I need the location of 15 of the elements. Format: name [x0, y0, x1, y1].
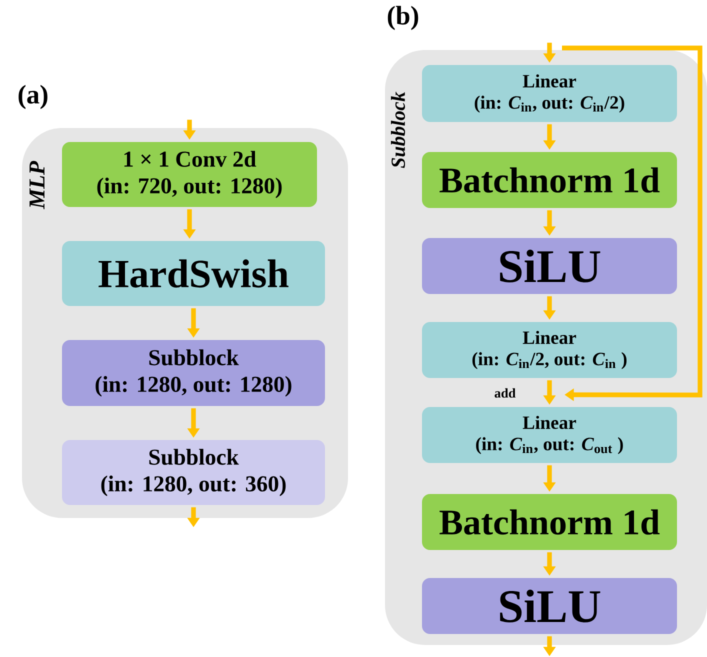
layer-box: 1 × 1 Conv 2d (in: 720, out: 1280) [62, 142, 317, 207]
layer-box: Linear (in: C$_{in}$/2, out: C$_{in}$ ) [422, 322, 677, 378]
layer-box: HardSwish [62, 241, 325, 306]
panel-label: (a) [18, 84, 48, 110]
arrow [562, 46, 702, 402]
edge-label: add [494, 388, 516, 398]
layer-box: Subblock (in: 1280, out: 1280) [62, 340, 325, 406]
layer-box: Linear (in: C$_{in}$, out: C$_{out}$ ) [422, 407, 677, 463]
layer-box: Linear (in: C$_{in}$, out: C$_{in}$/2) [422, 65, 677, 122]
layer-box: Batchnorm 1d [422, 152, 677, 208]
layer-box: SiLU [422, 578, 677, 634]
layer-box: Subblock (in: 1280, out: 360) [62, 440, 325, 505]
layer-box: SiLU [422, 238, 677, 294]
layer-box: Batchnorm 1d [422, 494, 677, 550]
panel-label: (b) [388, 6, 418, 30]
